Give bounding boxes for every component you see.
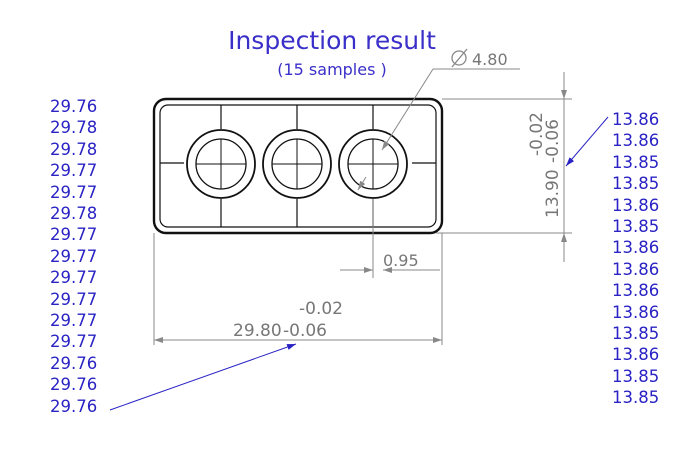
height-dimension: [436, 72, 572, 262]
offset-dimension: [340, 199, 440, 278]
result-value: 29.78: [50, 139, 98, 159]
result-value: 29.77: [50, 268, 98, 288]
boss-3: [338, 129, 408, 199]
result-value: 29.76: [50, 396, 98, 416]
result-value: 29.76: [50, 97, 98, 116]
result-value: 29.77: [50, 311, 98, 331]
result-value: 13.85: [612, 324, 660, 344]
result-value: 13.86: [612, 302, 660, 322]
result-value: 13.85: [612, 388, 660, 408]
result-value: 13.85: [612, 174, 660, 194]
result-value: 13.85: [612, 152, 660, 172]
offset-value: 0.95: [383, 251, 419, 270]
part-outline: [152, 97, 444, 235]
width-upper-tolerance: -0.02: [299, 299, 343, 319]
boss-2: [262, 129, 332, 199]
result-value: 29.76: [50, 375, 98, 395]
width-lower-tolerance: -0.06: [283, 321, 327, 341]
height-lower-tolerance: -0.06: [543, 119, 563, 163]
result-value: 13.86: [612, 238, 660, 258]
result-value: 29.77: [50, 246, 98, 266]
diameter-value: 4.80: [472, 50, 508, 69]
width-results-pointer: [109, 343, 297, 411]
height-results-pointer: [565, 116, 609, 167]
diameter-dimension: [357, 48, 520, 191]
height-upper-tolerance: -0.02: [527, 112, 547, 156]
result-value: 29.78: [50, 118, 98, 138]
result-value: 29.77: [50, 225, 98, 245]
result-value: 29.77: [50, 332, 98, 352]
height-nominal: 13.90: [543, 169, 563, 218]
result-value: 13.86: [612, 195, 660, 215]
result-value: 29.78: [50, 204, 98, 224]
page-title: Inspection result: [228, 26, 436, 55]
width-nominal: 29.80: [233, 321, 282, 341]
result-value: 29.77: [50, 161, 98, 181]
result-value: 13.85: [612, 366, 660, 386]
result-value: 13.86: [612, 281, 660, 301]
result-value: 13.86: [612, 110, 660, 129]
width-dimension: [153, 233, 443, 345]
result-value: 13.85: [612, 217, 660, 237]
result-value: 13.86: [612, 259, 660, 279]
result-value: 13.86: [612, 131, 660, 151]
diameter-symbol-icon: [451, 48, 468, 68]
result-value: 29.77: [50, 182, 98, 202]
result-value: 13.86: [612, 345, 660, 365]
boss-1: [186, 129, 256, 199]
page-subtitle: (15 samples ): [277, 60, 387, 79]
result-value: 29.77: [50, 289, 98, 309]
result-value: 29.76: [50, 353, 98, 373]
